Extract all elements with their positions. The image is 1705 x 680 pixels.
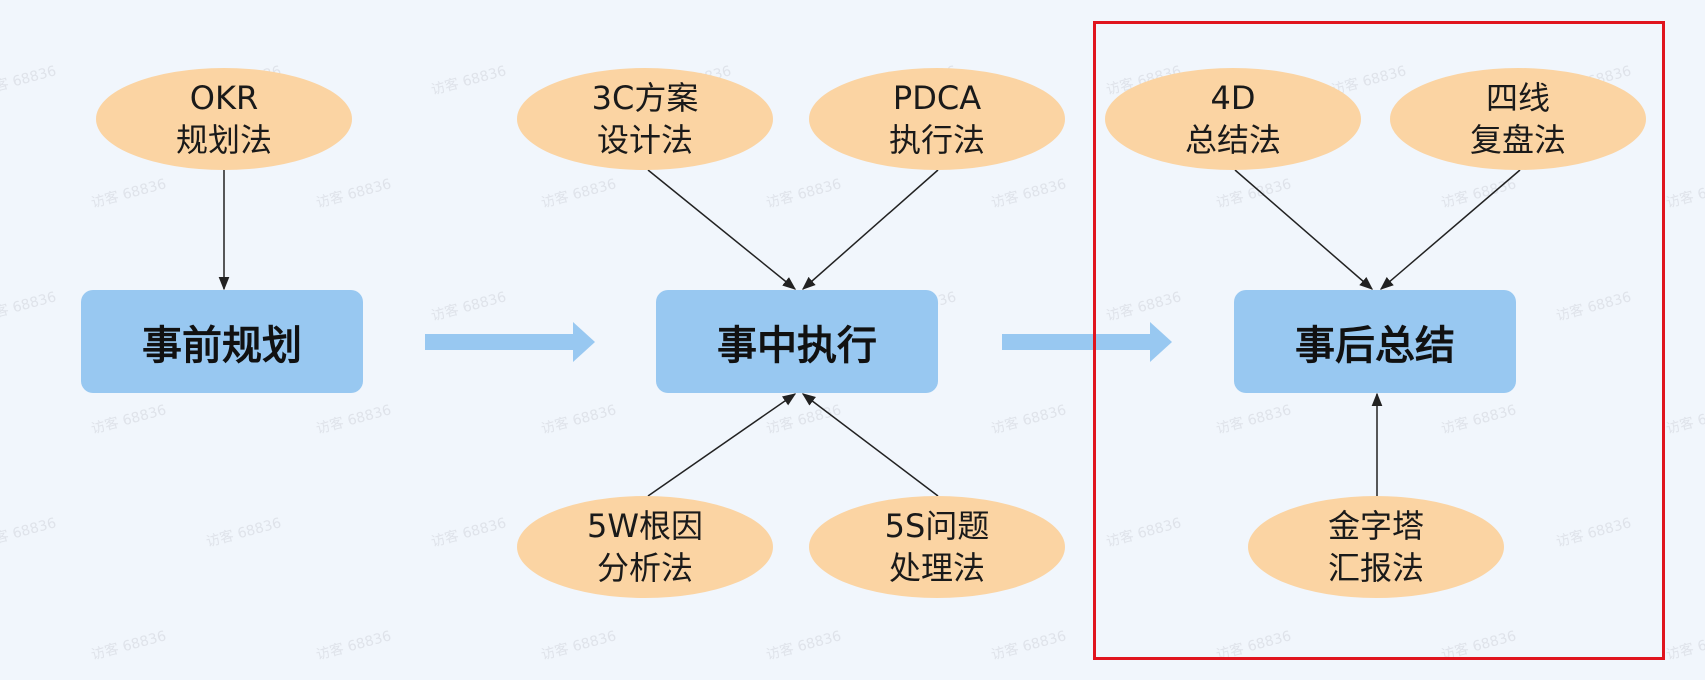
connector-fourline <box>1379 169 1521 290</box>
method-3c-label: 3C方案 设计法 <box>591 79 699 159</box>
method-pyramid-label: 金字塔 汇报法 <box>1327 507 1424 587</box>
connector-3c <box>647 169 797 290</box>
method-5w-label: 5W根因 分析法 <box>586 507 703 587</box>
connector-5w <box>647 393 797 497</box>
method-pdca-label: PDCA 执行法 <box>888 79 985 159</box>
method-pyramid: 金字塔 汇报法 <box>1248 496 1504 598</box>
stage-post-summary: 事后总结 <box>1234 290 1516 393</box>
method-okr-label: OKR 规划法 <box>175 79 272 159</box>
connector-pdca <box>801 169 939 290</box>
method-5w: 5W根因 分析法 <box>517 496 773 598</box>
highlight-box <box>1093 21 1665 660</box>
method-3c: 3C方案 设计法 <box>517 68 773 170</box>
flow-arrow-2 <box>1002 322 1172 362</box>
method-4d: 4D 总结法 <box>1105 68 1361 170</box>
method-4d-label: 4D 总结法 <box>1184 79 1281 159</box>
method-5s-label: 5S问题 处理法 <box>884 507 990 587</box>
method-okr: OKR 规划法 <box>96 68 352 170</box>
flow-arrow-1 <box>425 322 595 362</box>
method-fourline-label: 四线 复盘法 <box>1469 79 1566 159</box>
connector-4d <box>1234 169 1374 290</box>
stage-mid-execution: 事中执行 <box>656 290 938 393</box>
method-5s: 5S问题 处理法 <box>809 496 1065 598</box>
stage-pre-planning: 事前规划 <box>81 290 363 393</box>
method-fourline: 四线 复盘法 <box>1390 68 1646 170</box>
method-pdca: PDCA 执行法 <box>809 68 1065 170</box>
connector-5s <box>801 393 939 497</box>
